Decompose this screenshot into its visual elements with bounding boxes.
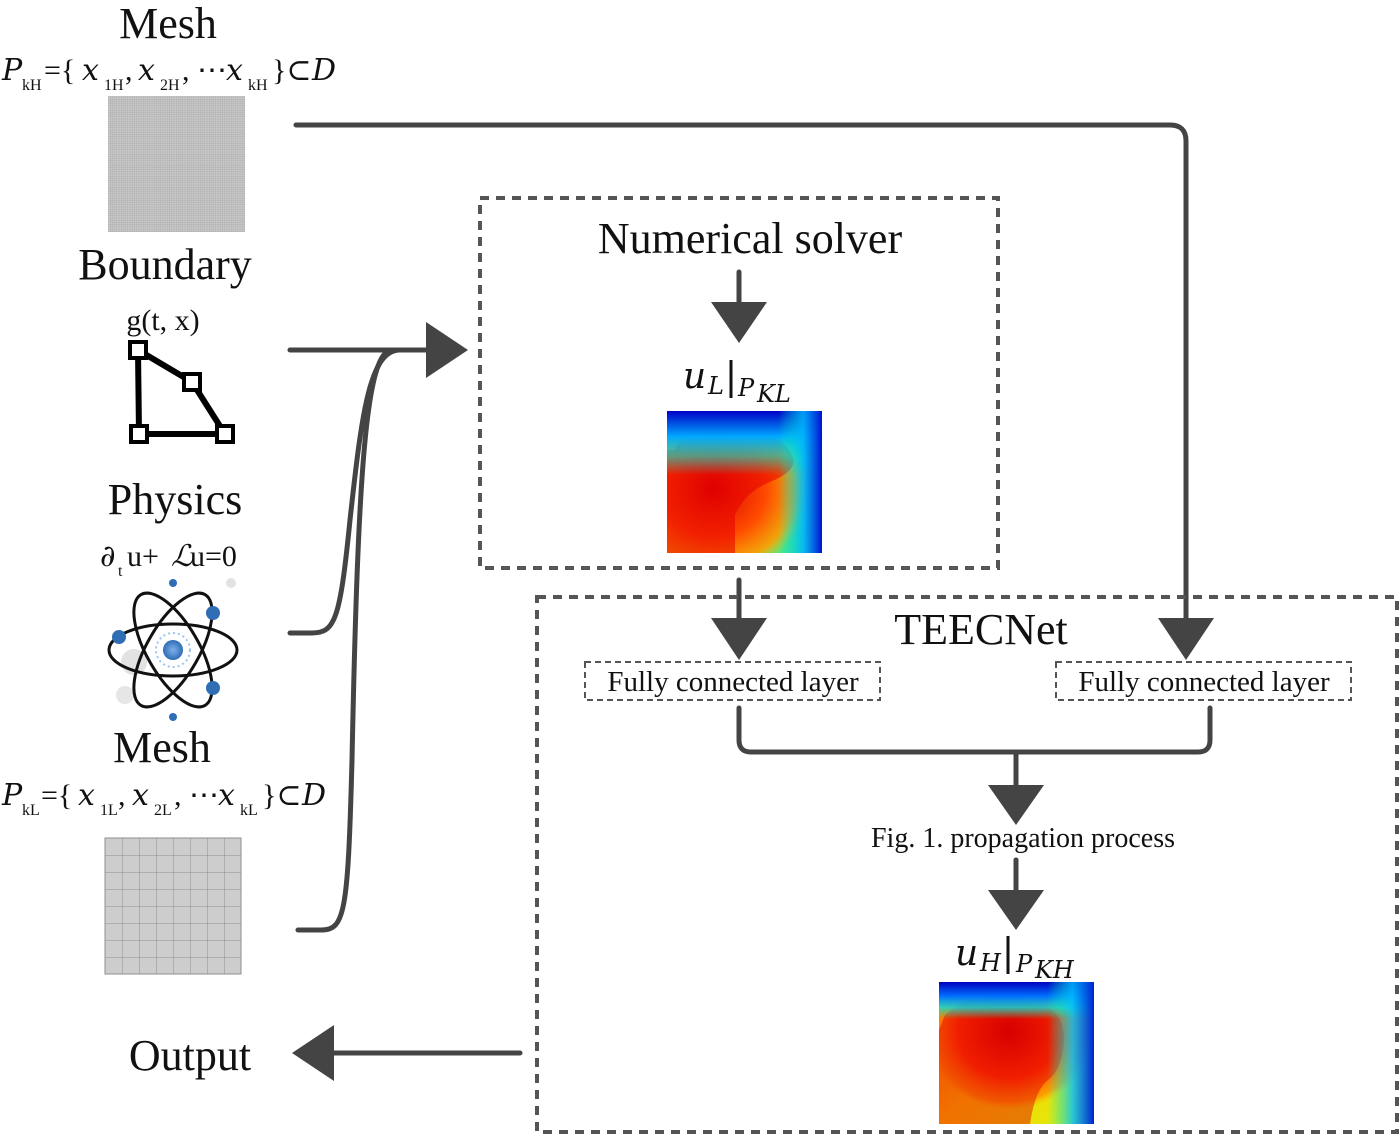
svg-text:u=0: u=0 xyxy=(190,540,237,573)
svg-text:L: L xyxy=(707,372,724,400)
svg-text:x: x xyxy=(218,778,235,813)
mesh-high-formula: P kH ={ x 1H , x 2H , ⋯ x kH }⊂ D xyxy=(1,53,336,94)
physics-input: Physics ∂ t u+ ℒ u=0 xyxy=(100,475,242,721)
mesh-high-input: Mesh P kH ={ x 1H , x 2H , ⋯ x kH }⊂ D xyxy=(1,0,336,232)
svg-text:x: x xyxy=(138,53,155,88)
svg-text:x: x xyxy=(226,53,243,88)
mesh-high-title: Mesh xyxy=(119,0,217,48)
fc-left-box xyxy=(584,661,881,701)
atom-icon xyxy=(107,578,239,721)
uh-arrowhead xyxy=(988,890,1044,930)
low-res-field-image xyxy=(667,411,822,553)
svg-text:ℒ: ℒ xyxy=(171,539,194,574)
svg-text:={: ={ xyxy=(41,779,72,812)
solver-title: Numerical solver xyxy=(598,214,903,263)
mesh-low-formula: P kL ={ x 1L , x 2L , ⋯ x kL }⊂ D xyxy=(1,778,326,819)
fc-right-label: Fully connected layer xyxy=(1078,666,1330,698)
process-arrowhead xyxy=(988,785,1044,825)
svg-text:1H: 1H xyxy=(104,77,124,94)
svg-text:∂: ∂ xyxy=(100,539,116,574)
svg-text:}⊂: }⊂ xyxy=(262,779,302,812)
solver-internal-arrowhead xyxy=(711,302,767,343)
teecnet-box: TEECNet Fully connected layer Fully conn… xyxy=(535,595,1399,1134)
boundary-input: Boundary g(t, x) xyxy=(78,240,252,444)
svg-text:D: D xyxy=(301,778,326,813)
output-arrowhead xyxy=(292,1025,334,1081)
svg-text:P: P xyxy=(1,53,23,88)
svg-text:, ⋯: , ⋯ xyxy=(174,779,219,812)
physics-formula: ∂ t u+ ℒ u=0 xyxy=(100,539,237,580)
svg-text:kH: kH xyxy=(248,77,268,94)
svg-text:D: D xyxy=(311,53,336,88)
svg-text:}⊂: }⊂ xyxy=(272,54,312,87)
ul-label: u L P KL xyxy=(683,356,791,408)
mesh-high-connector xyxy=(293,122,1189,625)
svg-text:x: x xyxy=(132,778,149,813)
solver-input-arrowhead xyxy=(426,322,468,378)
svg-text:u: u xyxy=(955,933,978,974)
boundary-polygon-icon xyxy=(128,340,235,444)
svg-text:KL: KL xyxy=(756,380,791,408)
svg-text:1L: 1L xyxy=(100,802,118,819)
svg-text:KH: KH xyxy=(1034,956,1075,984)
uh-label: u H P KH xyxy=(955,933,1075,984)
fc-left-label: Fully connected layer xyxy=(607,666,859,698)
svg-text:kL: kL xyxy=(240,802,258,819)
svg-text:2L: 2L xyxy=(154,802,172,819)
svg-text:u: u xyxy=(683,356,706,397)
svg-text:={: ={ xyxy=(44,54,75,87)
svg-text:u+: u+ xyxy=(127,540,159,573)
svg-text:P: P xyxy=(737,374,755,402)
coarse-mesh-image xyxy=(104,837,242,975)
mesh-low-title: Mesh xyxy=(113,723,211,772)
svg-text:, ⋯: , ⋯ xyxy=(182,54,227,87)
teecnet-title: TEECNet xyxy=(894,605,1068,654)
boundary-title: Boundary xyxy=(78,240,252,289)
svg-text:P: P xyxy=(1015,950,1033,978)
high-res-field-image xyxy=(939,982,1094,1124)
svg-text:2H: 2H xyxy=(160,77,180,94)
fc-right-box xyxy=(1055,661,1352,701)
boundary-formula: g(t, x) xyxy=(126,304,199,337)
mesh-low-input: Mesh P kL ={ x 1L , x 2L , ⋯ x kL }⊂ D xyxy=(1,723,326,975)
svg-text:t: t xyxy=(118,563,123,580)
fc-merge-connector xyxy=(736,705,1213,755)
physics-title: Physics xyxy=(108,475,242,524)
fc-left-arrowhead xyxy=(711,618,767,660)
svg-text:,: , xyxy=(125,54,133,87)
svg-text:kH: kH xyxy=(22,77,42,94)
svg-text:kL: kL xyxy=(22,802,40,819)
svg-text:x: x xyxy=(82,53,99,88)
svg-text:H: H xyxy=(979,949,1002,977)
fine-mesh-image xyxy=(108,96,245,232)
propagation-process-label: Fig. 1. propagation process xyxy=(871,823,1175,854)
fc-right-arrowhead xyxy=(1158,618,1214,660)
numerical-solver-box: Numerical solver u L P KL xyxy=(478,196,1000,570)
svg-text:,: , xyxy=(118,779,126,812)
output-label: Output xyxy=(129,1031,251,1080)
svg-text:P: P xyxy=(1,778,23,813)
svg-text:x: x xyxy=(78,778,95,813)
mesh-low-connector xyxy=(295,347,433,933)
